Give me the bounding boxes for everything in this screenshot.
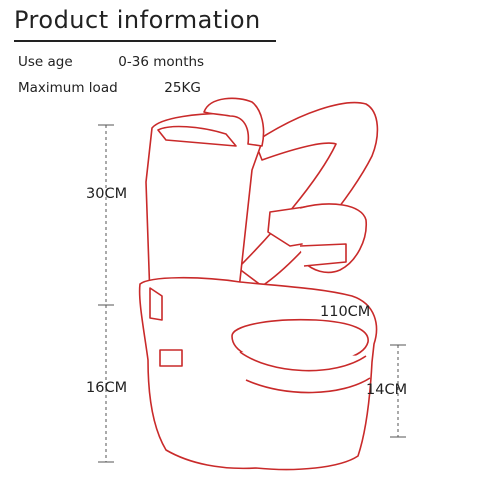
page-title: Product information xyxy=(14,6,261,34)
spec-row-max-load: Maximum load 25KG xyxy=(18,80,201,96)
spec-value-max-load: 25KG xyxy=(164,80,201,96)
title-underline xyxy=(14,40,276,42)
backrest-height-label: 30CM xyxy=(86,186,128,202)
waist-circumference-label: 110CM xyxy=(320,304,371,320)
spec-label-use-age: Use age xyxy=(18,54,73,70)
spec-value-use-age: 0-36 months xyxy=(118,54,205,70)
carrier-outline xyxy=(138,97,379,471)
spec-label-max-load: Maximum load xyxy=(18,80,118,96)
seat-height-label: 16CM xyxy=(86,380,128,396)
seat-depth-label: 14CM xyxy=(366,382,408,398)
spec-row-use-age: Use age 0-36 months xyxy=(18,54,204,70)
